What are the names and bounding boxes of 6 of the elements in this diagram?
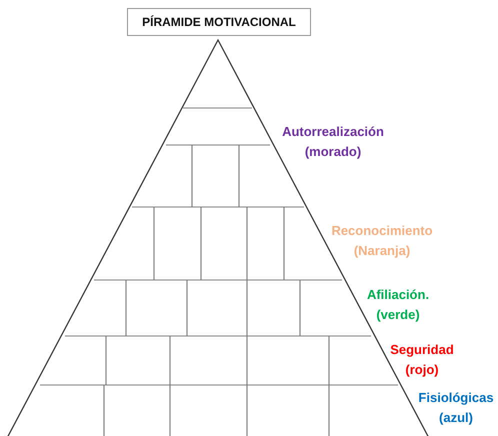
title-box: PÍRAMIDE MOTIVACIONAL — [127, 8, 311, 36]
level-label: Afiliación. (verde) — [366, 286, 430, 324]
level-label: Autorrealización (morado) — [281, 123, 385, 161]
level-label: Seguridad (rojo) — [389, 341, 455, 379]
level-label: Reconocimiento (Naranja) — [330, 222, 434, 260]
level-label: Fisiológicas (azul) — [417, 389, 495, 427]
